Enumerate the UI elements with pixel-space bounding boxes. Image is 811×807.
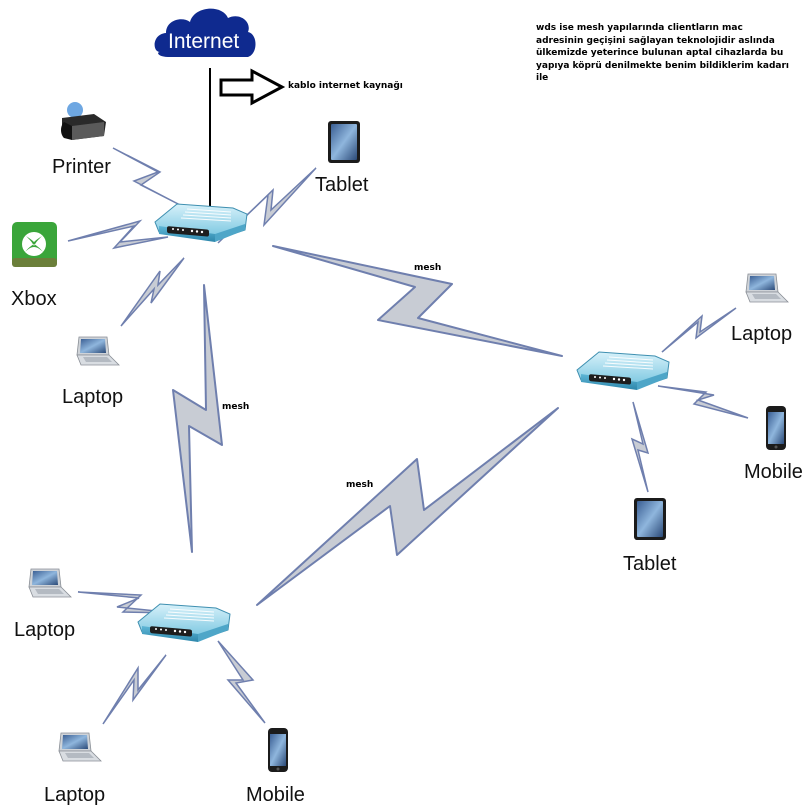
tablet-icon <box>634 498 666 540</box>
tablet-label: Tablet <box>315 174 369 196</box>
wireless-link-bottom-mobile <box>217 640 266 724</box>
mesh-label: mesh <box>222 402 250 412</box>
arrow-right-outline-icon <box>219 68 286 106</box>
note-line: adresinin geçişini sağlayan teknolojidir… <box>536 35 775 46</box>
laptop-label: Laptop <box>62 386 124 408</box>
wireless-link-right-laptop <box>661 307 737 353</box>
explanation-note: wds ise mesh yapılarında clientların mac… <box>536 22 796 85</box>
wireless-link-right-mobile <box>657 385 749 419</box>
mobile-label: Mobile <box>744 461 803 483</box>
mesh-bolt-bottom-right <box>256 407 559 606</box>
laptop-label: Laptop <box>731 323 793 345</box>
wireless-link-tablet <box>217 167 317 244</box>
tablet-label: Tablet <box>623 553 677 575</box>
wireless-link-bottom-laptop2 <box>102 654 167 725</box>
mesh-label: mesh <box>346 480 374 490</box>
mobile-icon <box>268 728 288 772</box>
xbox-label: Xbox <box>11 288 57 310</box>
note-line: ülkemizde yeterince bulunan aptal cihazl… <box>536 48 784 58</box>
mesh-label: mesh <box>414 263 442 273</box>
mobile-icon <box>766 406 786 450</box>
wireless-link-right-tablet <box>630 401 650 493</box>
laptop-label: Laptop <box>14 619 76 641</box>
laptop-icon <box>745 273 789 303</box>
note-line: wds ise mesh yapılarında clientların mac <box>536 23 743 33</box>
laptop-label: Laptop <box>44 784 106 806</box>
note-line: ile <box>536 73 549 83</box>
laptop-icon <box>28 568 72 598</box>
printer-label: Printer <box>52 156 111 178</box>
router-right-icon <box>576 351 670 391</box>
wireless-link-laptop <box>120 257 185 327</box>
xbox-icon <box>12 222 57 267</box>
laptop-icon <box>58 732 102 762</box>
note-line: yapıya köprü denilmekte benim bildikleri… <box>536 60 790 71</box>
mesh-bolt-main-right <box>272 245 563 357</box>
router-bottom-left-icon <box>137 603 231 643</box>
wireless-link-printer <box>112 147 183 207</box>
mobile-label: Mobile <box>246 784 305 806</box>
tablet-icon <box>328 121 360 163</box>
router-main-icon <box>154 203 248 243</box>
laptop-icon <box>76 336 120 366</box>
internet-cloud-icon <box>154 8 256 58</box>
wireless-link-xbox <box>67 219 169 250</box>
internet-label: Internet <box>168 30 240 53</box>
cable-source-label: kablo internet kaynağı <box>288 81 403 91</box>
mesh-bolt-main-bottom <box>172 284 223 553</box>
printer-icon <box>61 102 106 140</box>
